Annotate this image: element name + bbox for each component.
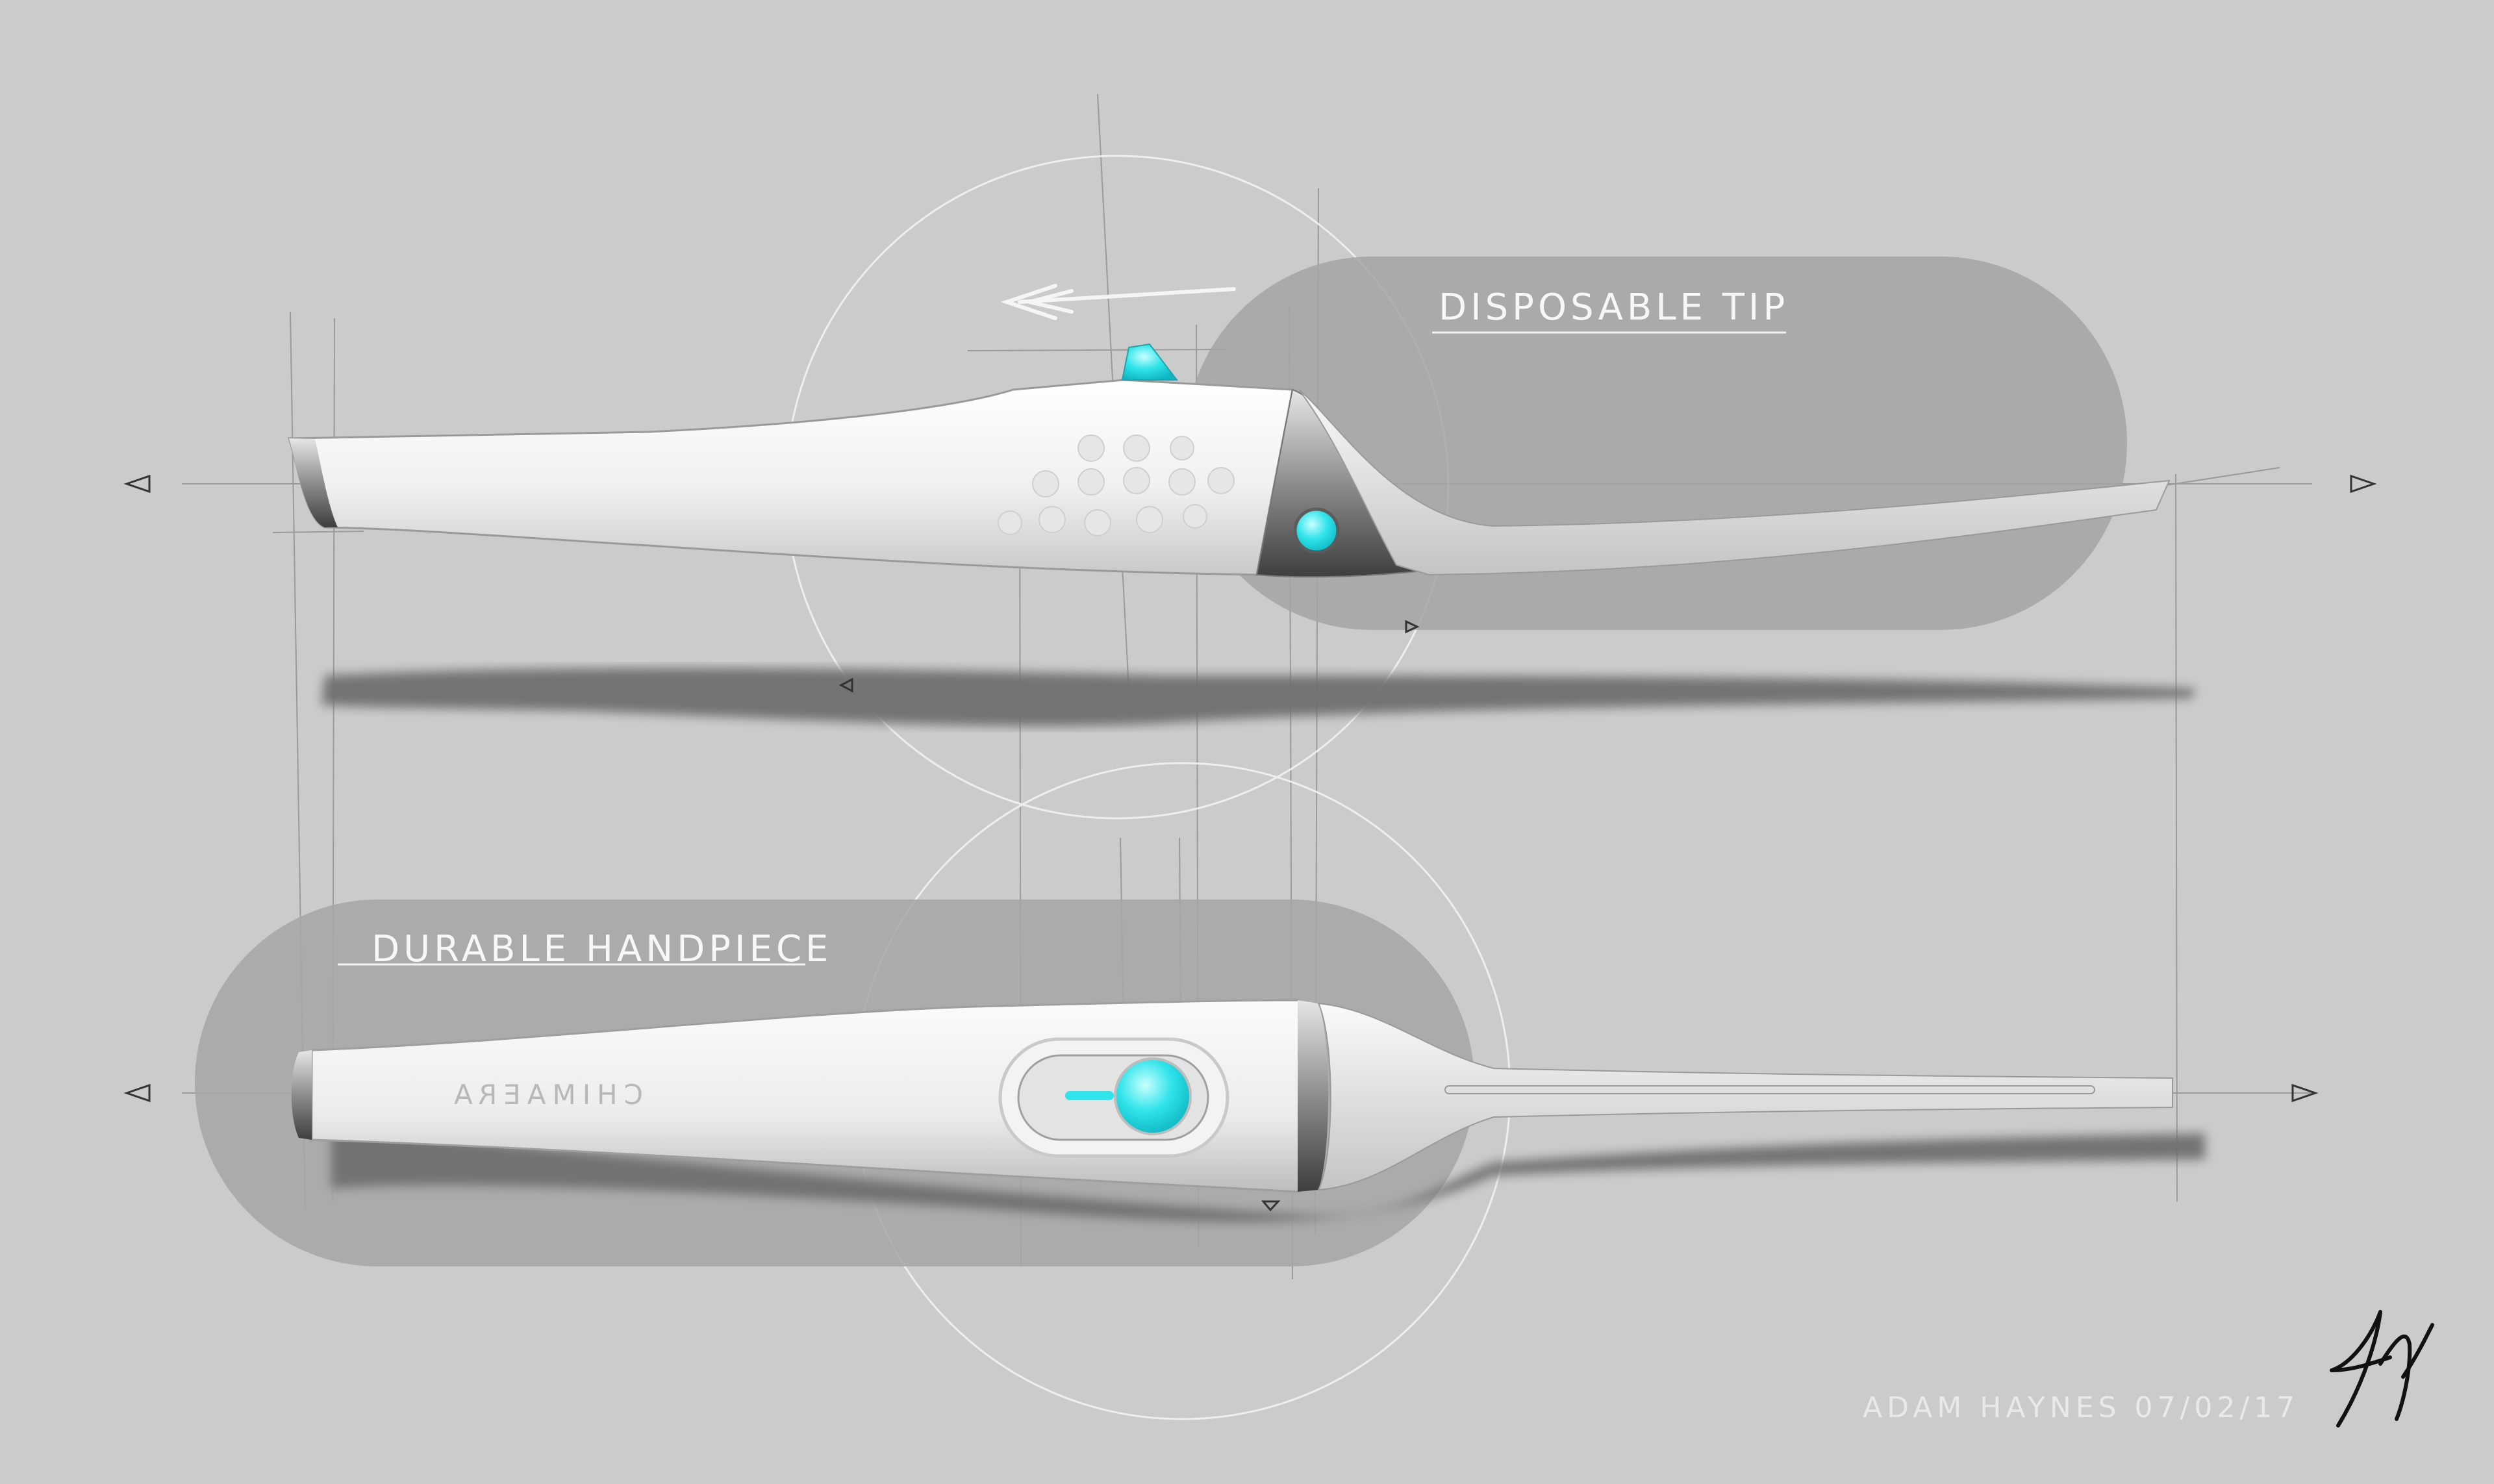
side-view-end-cap [289,438,338,527]
side-view-shadow [321,668,2195,727]
side-view-device [287,343,2195,727]
direction-arrow-icon [1000,284,1236,320]
cyan-button-icon[interactable] [1293,507,1340,554]
tip-release-latch[interactable] [1121,343,1179,381]
grip-dimples [998,434,1235,536]
top-view-tip [1317,1002,2173,1191]
slider-switch-icon[interactable] [998,1037,1229,1158]
top-view-device: CHIMAERA [291,999,2205,1222]
disposable-tip-label: DISPOSABLE TIP [1439,286,1789,329]
top-view-shadow [331,1130,2205,1222]
brand-mark: CHIMAERA [447,1079,643,1111]
designer-credit: ADAM HAYNES 07/02/17 [1863,1391,2299,1424]
top-view-collar [1298,1000,1328,1192]
top-view-end-cap [291,1050,312,1140]
durable-handpiece-label: DURABLE HANDPIECE [372,928,832,970]
signature-mark [2330,1310,2434,1427]
durable-handpiece-label-group: DURABLE HANDPIECE [338,928,832,970]
triangle-marker-icon [123,474,2377,1212]
tip-groove [1444,1085,2095,1094]
disposable-tip [1298,389,2171,576]
disposable-tip-label-group: DISPOSABLE TIP [1432,286,1789,334]
